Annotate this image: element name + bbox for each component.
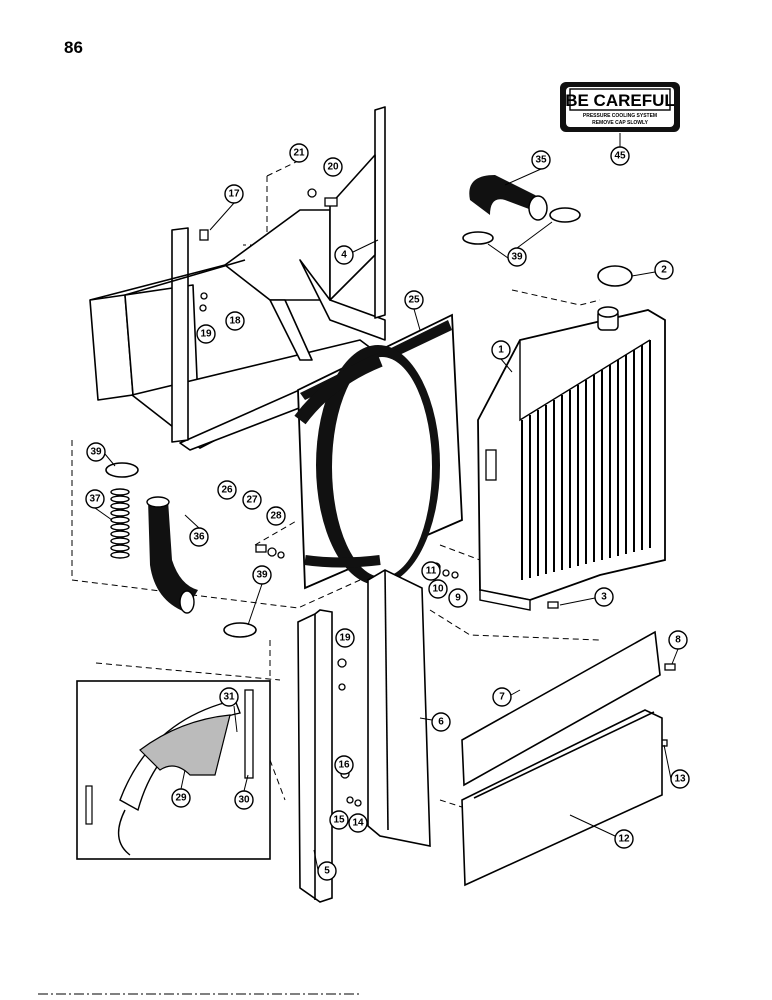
warning-decal-line2: REMOVE CAP SLOWLY <box>592 120 649 126</box>
callout-labels: 1 2 3 4 5 6 7 8 9 10 11 12 13 14 15 16 1… <box>89 148 686 877</box>
callout-label: 36 <box>193 532 205 543</box>
callout-label: 39 <box>256 570 268 581</box>
callout-label: 20 <box>327 162 339 173</box>
page-number: 86 <box>64 38 83 57</box>
callout-label: 45 <box>614 151 626 162</box>
callout-label: 9 <box>455 593 461 604</box>
callout-label: 10 <box>432 584 444 595</box>
callout-label: 19 <box>200 329 212 340</box>
callout-label: 39 <box>511 252 523 263</box>
callout-label: 6 <box>438 717 444 728</box>
radiator-fins <box>521 340 651 580</box>
callout-label: 12 <box>618 834 630 845</box>
callout-label: 2 <box>661 265 667 276</box>
hose-clamps <box>105 207 581 638</box>
callout-label: 14 <box>352 818 364 829</box>
callout-label: 26 <box>221 485 233 496</box>
callout-label: 19 <box>339 633 351 644</box>
callout-label: 5 <box>324 866 330 877</box>
callout-label: 37 <box>89 494 101 505</box>
callout-leaders <box>94 133 679 871</box>
radiator-cap <box>597 265 633 287</box>
hose-spring <box>110 488 130 559</box>
lower-baffle <box>461 709 663 887</box>
callout-label: 8 <box>675 635 681 646</box>
callout-label: 27 <box>246 495 258 506</box>
fan-shroud <box>294 313 463 590</box>
callout-label: 18 <box>229 316 241 327</box>
callout-label: 39 <box>90 447 102 458</box>
callout-label: 28 <box>270 511 282 522</box>
callout-markers <box>85 143 690 881</box>
callout-label: 11 <box>426 566 437 577</box>
lower-seal <box>461 630 661 787</box>
side-baffle-left <box>297 609 333 903</box>
callout-label: 25 <box>408 295 420 306</box>
callout-label: 1 <box>498 345 504 356</box>
callout-label: 35 <box>535 155 547 166</box>
warning-decal-line1: PRESSURE COOLING SYSTEM <box>583 113 657 119</box>
callout-label: 13 <box>674 774 686 785</box>
callout-label: 16 <box>338 760 350 771</box>
lower-radiator-hose <box>146 496 198 614</box>
callout-label: 21 <box>293 148 305 159</box>
warning-decal-title: BE CAREFUL <box>565 91 675 110</box>
callout-label: 3 <box>601 592 607 603</box>
callout-label: 7 <box>499 692 505 703</box>
callout-label: 29 <box>175 793 187 804</box>
fan-guard-inset <box>76 680 271 860</box>
warning-decal: BE CAREFUL PRESSURE COOLING SYSTEM REMOV… <box>560 82 680 132</box>
callout-label: 17 <box>228 189 240 200</box>
callout-label: 4 <box>341 250 347 261</box>
callout-label: 15 <box>333 815 345 826</box>
callout-label: 30 <box>238 795 250 806</box>
upper-radiator-hose <box>469 175 548 221</box>
callout-label: 31 <box>223 692 235 703</box>
side-baffle-right <box>367 569 431 847</box>
radiator <box>477 306 666 611</box>
